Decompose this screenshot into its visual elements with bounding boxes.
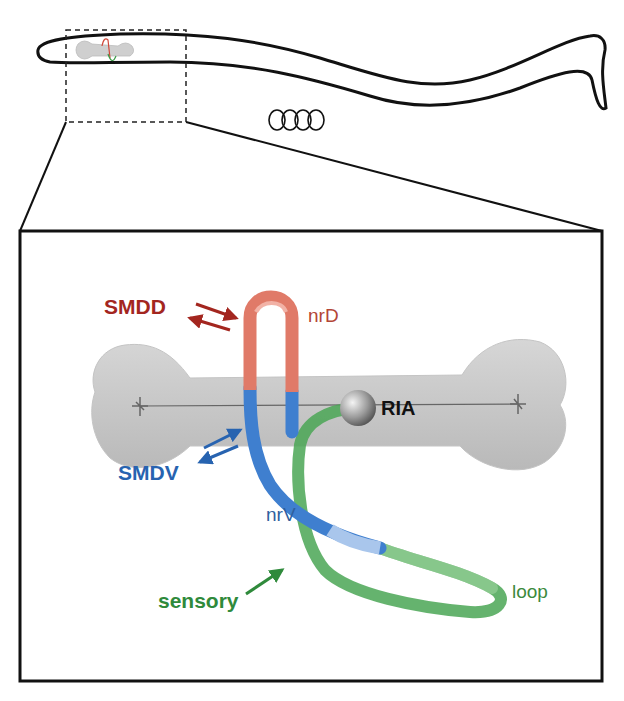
input-label: sensory — [158, 590, 239, 611]
coils — [269, 110, 324, 130]
output-arrow — [190, 318, 230, 330]
nrV-neurite — [286, 392, 299, 432]
loop-neurite — [298, 408, 501, 612]
ring-axis — [140, 404, 518, 406]
cell-label: SMDV — [118, 462, 179, 483]
zoom-box — [66, 30, 186, 122]
input-arrow — [196, 304, 236, 318]
neurite-label: nrD — [308, 306, 339, 325]
RIA-soma — [340, 390, 376, 426]
pharynx-small — [76, 39, 134, 61]
inset-frame — [20, 231, 602, 681]
neurite-label: loop — [512, 582, 548, 601]
axis-star — [132, 397, 148, 416]
input-arrow — [204, 430, 240, 448]
output-arrow — [200, 446, 238, 462]
zoom-line — [186, 122, 602, 231]
cell-label: SMDD — [104, 296, 166, 317]
zoom-line — [20, 122, 66, 231]
nerve-ring — [92, 339, 566, 469]
axis-star — [510, 394, 526, 414]
worm-body — [38, 34, 606, 109]
input-arrow — [246, 570, 282, 594]
nrD-neurite — [250, 297, 292, 392]
neurite-label: nrV — [266, 505, 296, 524]
cell-label: RIA — [381, 398, 415, 418]
nrV-neurite — [250, 388, 380, 548]
